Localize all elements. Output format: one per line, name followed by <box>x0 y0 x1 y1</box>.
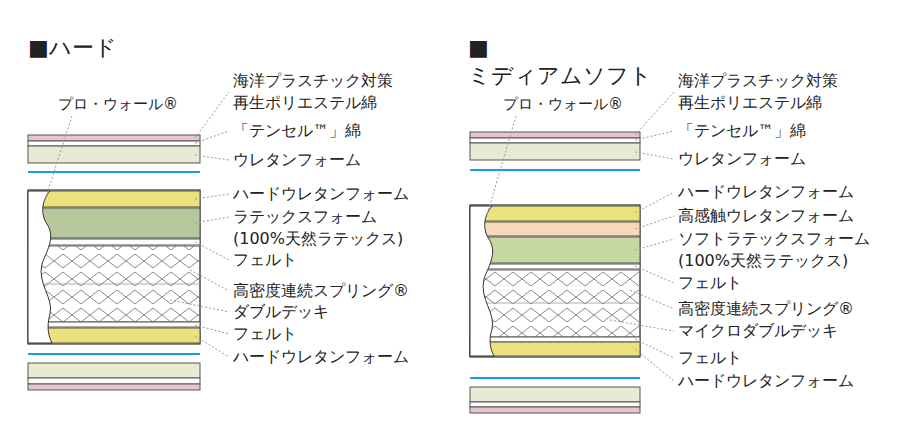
part-name: フェルト <box>233 323 297 345</box>
part-name: プロ・ウォール® <box>58 93 178 115</box>
part-name: ハードウレタンフォーム <box>233 183 409 205</box>
bottom-pad <box>470 387 640 413</box>
part-name: フェルト <box>678 272 742 294</box>
blue-sheet <box>470 169 640 171</box>
part-name: 海洋プラスチック対策 再生ポリエステル綿 <box>233 70 433 114</box>
panel-title: ■ハード <box>28 34 117 62</box>
part-name: ダブルデッキ <box>233 301 329 323</box>
top-pad <box>28 135 200 163</box>
part-name: マイクロダブルデッキ <box>678 320 838 342</box>
top-pad <box>470 132 640 160</box>
part-name: ハードウレタンフォーム <box>678 181 854 203</box>
part-name: プロ・ウォール® <box>503 93 623 115</box>
part-name: ラテックスフォーム (100%天然ラテックス) <box>233 206 433 250</box>
part-name: ソフトラテックスフォーム (100%天然ラテックス) <box>678 228 878 272</box>
panel-title: ■ミディアムソフト <box>468 34 668 90</box>
mattress-body <box>470 205 640 357</box>
part-name: 高密度連続スプリング® <box>233 280 409 302</box>
part-name: ハードウレタンフォーム <box>678 370 854 392</box>
part-name: 高密度連続スプリング® <box>678 298 854 320</box>
leader-lines <box>45 92 674 381</box>
part-name: フェルト <box>678 347 742 369</box>
mattress-body <box>28 190 200 344</box>
blue-sheet <box>470 377 640 379</box>
part-name: ウレタンフォーム <box>233 149 361 171</box>
part-name: ウレタンフォーム <box>678 148 806 170</box>
part-name: フェルト <box>233 249 297 271</box>
part-name: 海洋プラスチック対策 再生ポリエステル綿 <box>678 70 878 114</box>
part-name: 「テンセル™」綿 <box>233 120 361 142</box>
blue-sheet <box>28 171 200 173</box>
part-name: ハードウレタンフォーム <box>233 346 409 368</box>
bottom-pad <box>28 363 200 390</box>
blue-sheet <box>28 353 200 355</box>
part-name: 高感触ウレタンフォーム <box>678 205 854 227</box>
part-name: 「テンセル™」綿 <box>678 120 806 142</box>
